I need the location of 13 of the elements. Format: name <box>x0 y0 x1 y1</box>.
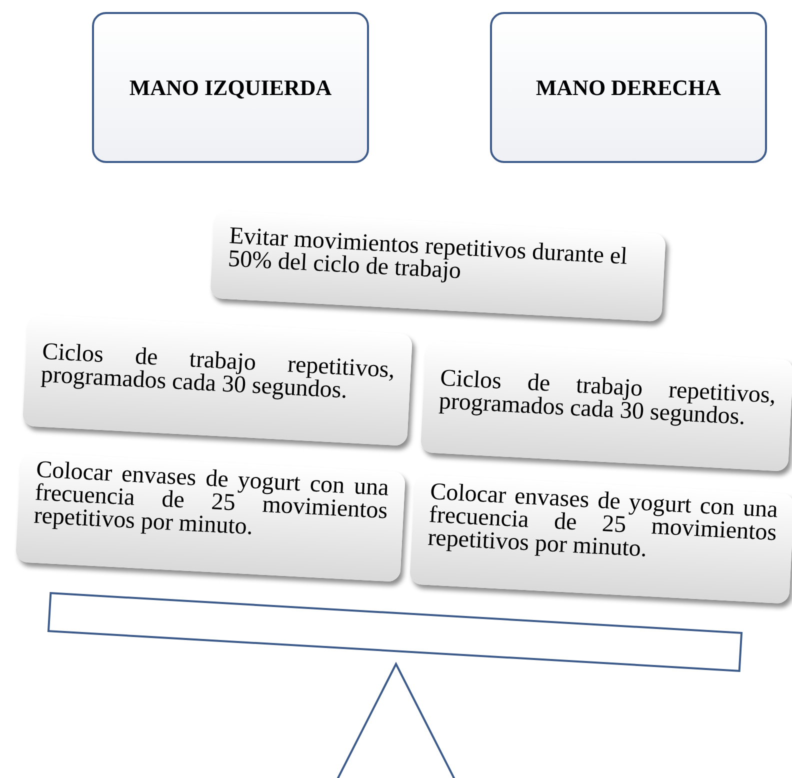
box-text: Evitar movimientos repetitivos durante el 50% del ciclo de trabajo <box>227 225 629 286</box>
header-box <box>490 12 767 163</box>
text-card <box>420 340 792 472</box>
box-text: MANO IZQUIERDA <box>129 74 332 100</box>
box-text: Ciclos de trabajo repetitivos, programados cada 30 segundos. <box>40 340 396 406</box>
text-card <box>409 474 792 604</box>
box-text: Colocar envases de yogurt con una frecuencia de 25 movimientos repetitivos por minuto. <box>427 480 778 564</box>
box-text: MANO DERECHA <box>536 74 722 100</box>
box-text: Colocar envases de yogurt con una frecuencia de 25 movimientos repetitivos por minuto. <box>33 458 390 542</box>
header-box <box>92 12 369 163</box>
box-text: Ciclos de trabajo repetitivos, programados cada 30 segundos. <box>438 367 776 431</box>
text-card <box>15 452 406 582</box>
text-card <box>22 314 413 446</box>
